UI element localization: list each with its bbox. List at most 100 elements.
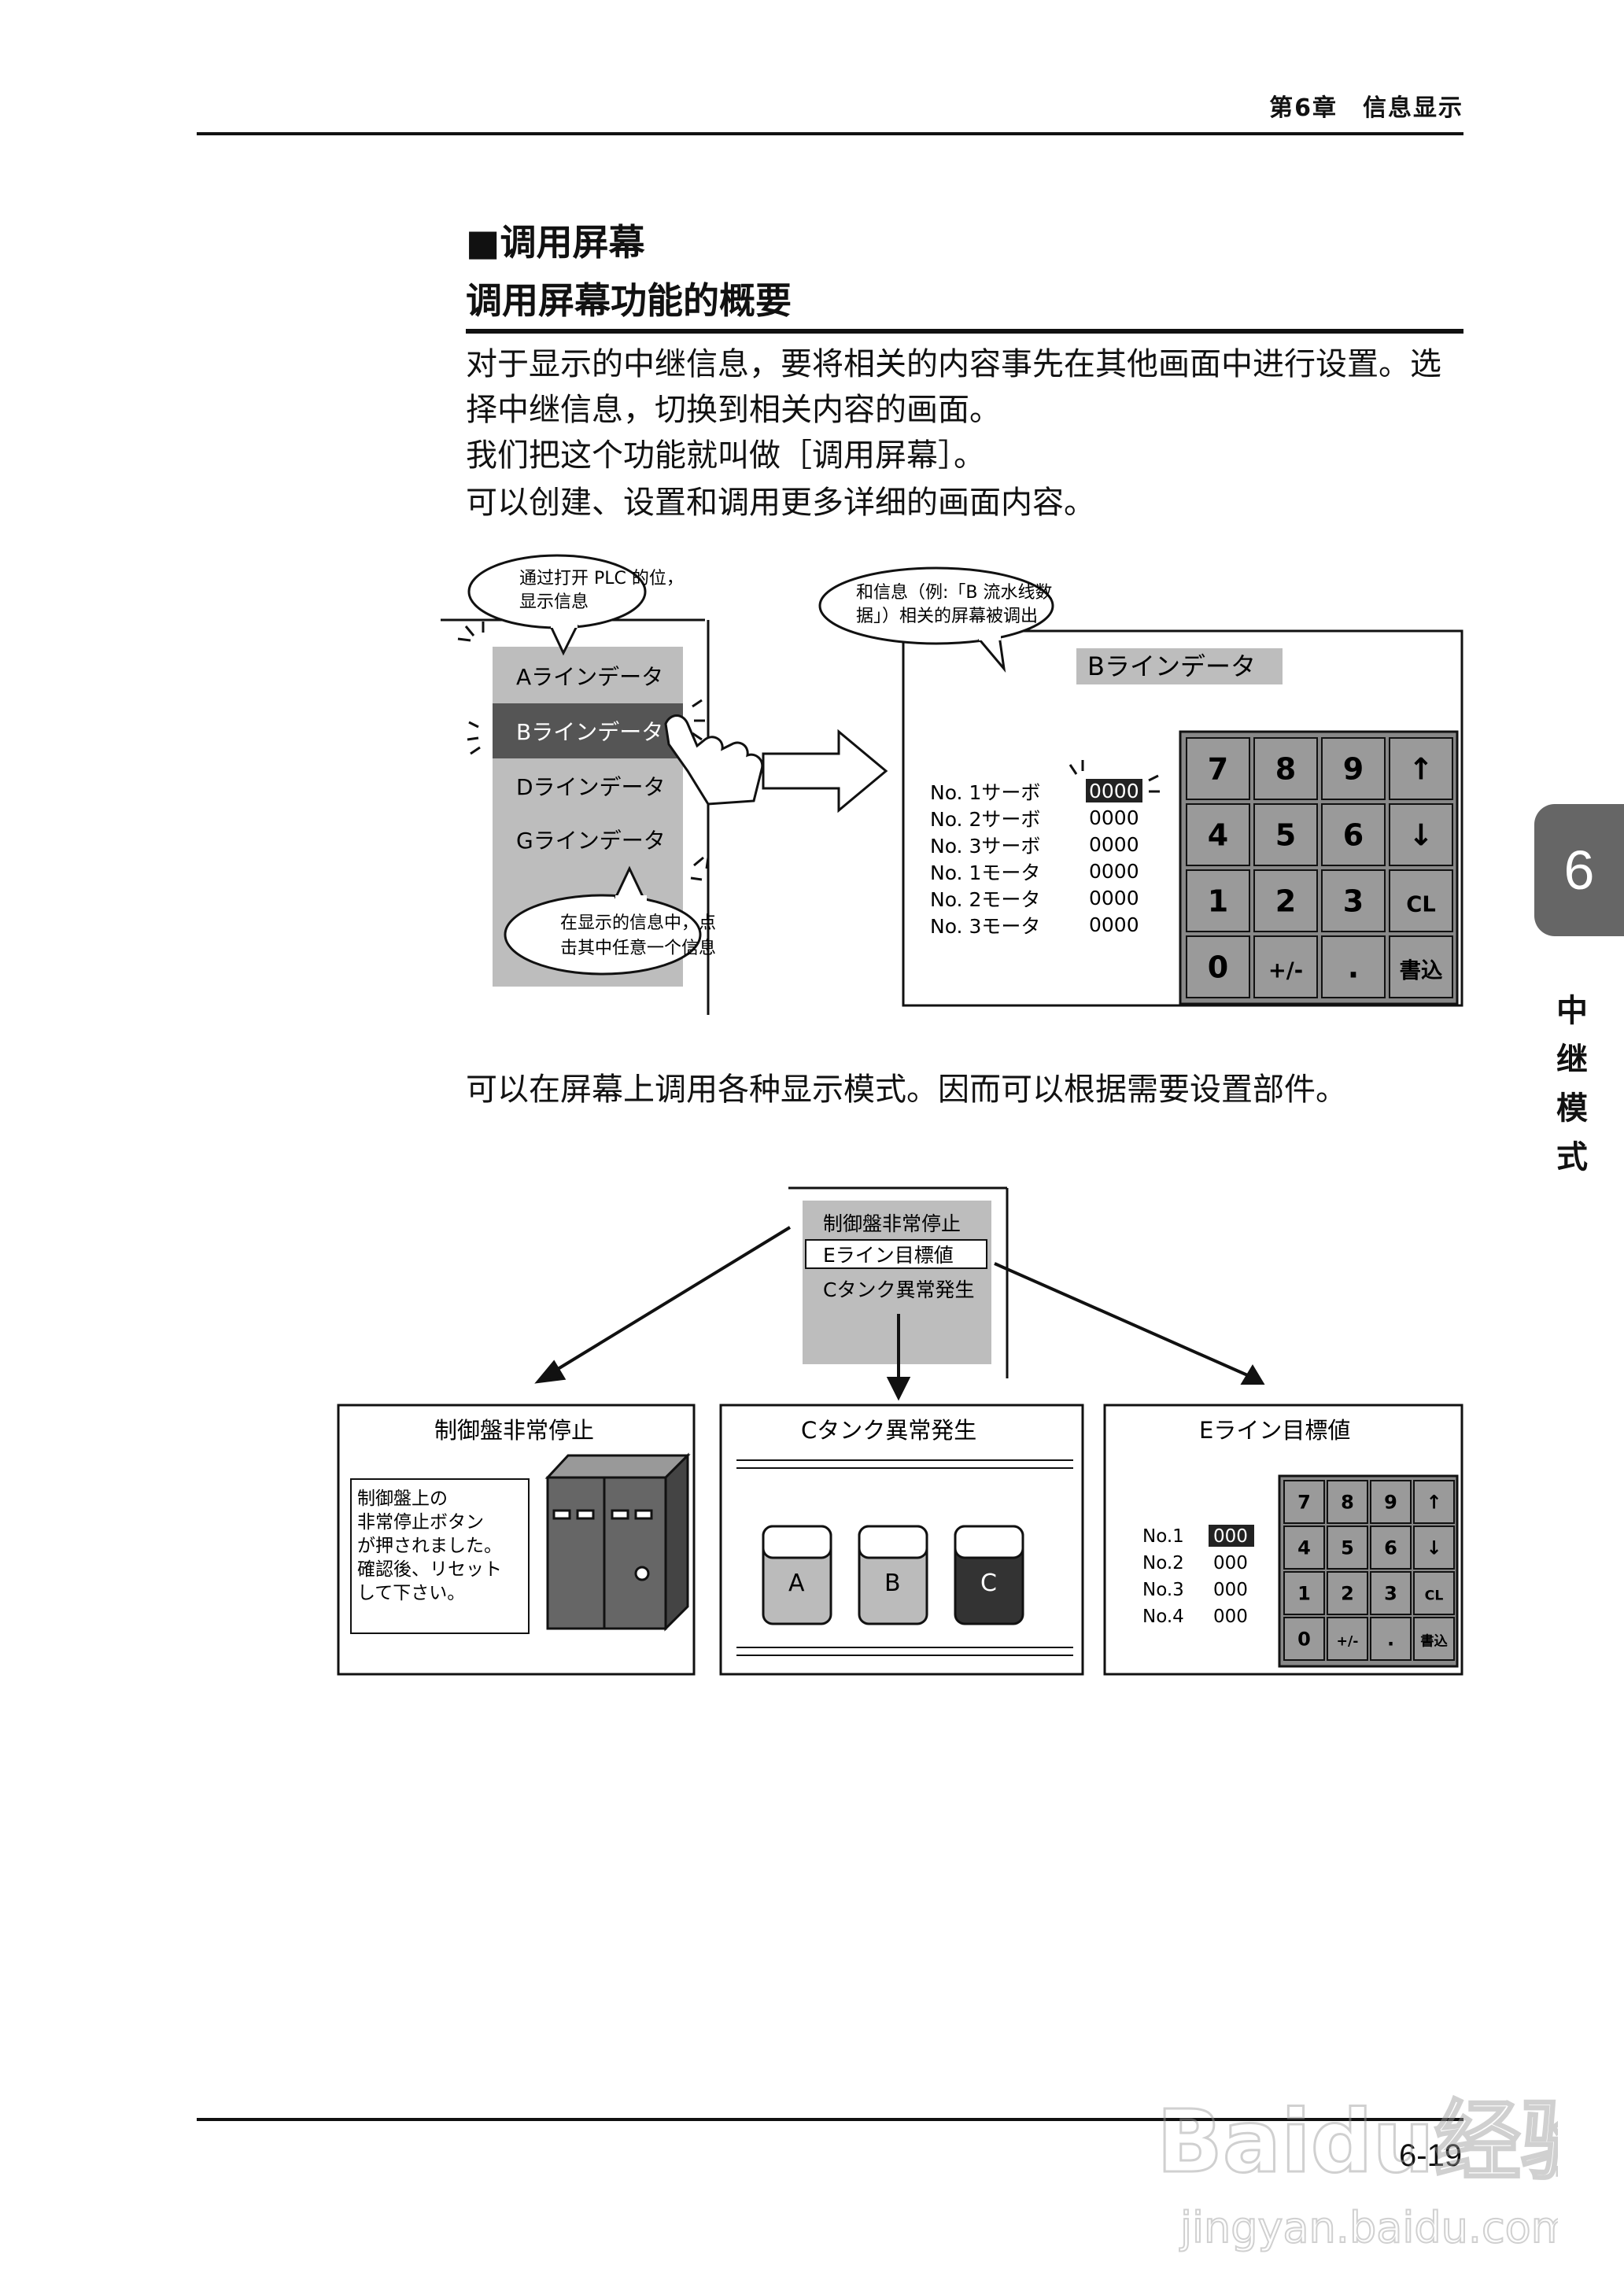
keypad-key-label: ↓: [1408, 818, 1434, 853]
message-box: [350, 1478, 530, 1634]
message-line: 制御盤上の: [357, 1489, 448, 1509]
keypad-key-label: 9: [1384, 1492, 1397, 1514]
tank-a-icon: [762, 1525, 832, 1625]
section-subtitle: 调用屏幕功能的概要: [466, 279, 792, 322]
tank-c-icon: [954, 1525, 1024, 1625]
keypad-key[interactable]: [1186, 803, 1250, 866]
keypad-key-label: CL: [1425, 1588, 1444, 1604]
row2-value-selected: 000: [1213, 1526, 1248, 1547]
bubble-right-line: 和信息（例:「B 流水线数: [856, 583, 1053, 603]
tank-label: C: [980, 1570, 997, 1597]
message-line: 確認後、リセット: [357, 1559, 502, 1580]
keypad-key[interactable]: [1321, 869, 1386, 932]
keypad-key[interactable]: [1370, 1525, 1412, 1570]
bubble-bottom-line: 击其中任意一个信息: [560, 939, 716, 958]
panel1-title: 制御盤非常停止: [434, 1417, 594, 1444]
bubble-right-line: 据」）相关的屏幕被调出: [856, 607, 1038, 626]
menu-item-b: Bラインデータ: [516, 719, 663, 745]
keypad-key[interactable]: [1186, 869, 1250, 932]
keypad-key-label: 2: [1275, 884, 1296, 919]
keypad-key[interactable]: [1327, 1480, 1368, 1524]
keypad-key[interactable]: [1283, 1617, 1325, 1661]
keypad-key[interactable]: [1370, 1571, 1412, 1615]
panel3-title: Eライン目標値: [1199, 1417, 1350, 1444]
pointing-hand-icon: [664, 714, 764, 806]
chapter-tab[interactable]: 6: [1534, 804, 1624, 936]
keypad-key[interactable]: [1253, 803, 1318, 866]
keypad-key[interactable]: [1321, 803, 1386, 866]
row-value: 0000: [1089, 860, 1139, 883]
row-label: No. 2サーボ: [930, 808, 1040, 831]
keypad-key[interactable]: [1283, 1480, 1325, 1524]
keypad-key[interactable]: [1389, 737, 1453, 800]
keypad-key[interactable]: [1389, 869, 1453, 932]
row2-value: 000: [1213, 1553, 1248, 1573]
section-rule: [466, 329, 1463, 334]
keypad-key-label: 4: [1208, 818, 1228, 853]
keypad-key[interactable]: [1389, 935, 1453, 998]
keypad-key[interactable]: [1327, 1617, 1368, 1661]
menu2-item: Cタンク異常発生: [823, 1278, 974, 1301]
keypad-key[interactable]: [1253, 935, 1318, 998]
spark-icon: [457, 622, 710, 881]
keypad-key[interactable]: [1283, 1571, 1325, 1615]
keypad-key-label: 4: [1297, 1537, 1311, 1559]
keypad-key[interactable]: [1413, 1480, 1455, 1524]
keypad-key[interactable]: [1370, 1617, 1412, 1661]
keypad-key[interactable]: [1413, 1617, 1455, 1661]
keypad-key[interactable]: [1186, 737, 1250, 800]
page-number: 6-19: [1399, 2138, 1463, 2173]
keypad-key[interactable]: [1389, 803, 1453, 866]
paragraph-line: 对于显示的中继信息，要将相关的内容事先在其他画面中进行设置。选: [466, 346, 1441, 382]
keypad-key[interactable]: [1413, 1525, 1455, 1570]
header-rule: [197, 132, 1463, 135]
menu2-item: 制御盤非常停止: [823, 1212, 961, 1235]
tank-label: A: [788, 1570, 805, 1597]
keypad-key[interactable]: [1327, 1525, 1368, 1570]
side-title-char: 中: [1556, 993, 1588, 1029]
keypad-key-label: .: [1387, 1629, 1394, 1651]
row-label: No. 3モータ: [930, 915, 1040, 938]
keypad-key[interactable]: [1283, 1525, 1325, 1570]
keypad-key-label: 1: [1208, 884, 1228, 919]
speech-bubble-right: 和信息（例:「B 流水线数 据」）相关的屏幕被调出: [818, 566, 1054, 673]
keypad-key-label: .: [1348, 950, 1359, 985]
keypad-key[interactable]: [1186, 935, 1250, 998]
display-modes-diagram: 制御盤非常停止 Eライン目標値 Cタンク異常発生 制御盤非常停止 制御盤上の 非…: [337, 1186, 1463, 1676]
paragraph-2: 可以在屏幕上调用各种显示模式。因而可以根据需要设置部件。: [466, 1072, 1347, 1108]
keypad-key-label: 9: [1343, 752, 1364, 787]
message-line: が押されました。: [357, 1536, 502, 1556]
keypad-key[interactable]: [1413, 1571, 1455, 1615]
side-title-char: 继: [1556, 1042, 1588, 1078]
menu-item-d: Dラインデータ: [516, 774, 666, 800]
keypad-key-label: 3: [1384, 1583, 1397, 1605]
call-screen-diagram: Aラインデータ Bラインデータ Dラインデータ Gラインデータ 通过打开 PLC…: [441, 554, 1463, 1015]
row2-label: No.2: [1142, 1553, 1184, 1573]
row2-value: 000: [1213, 1607, 1248, 1627]
row2-label: No.4: [1142, 1607, 1184, 1627]
row-value: 0000: [1089, 833, 1139, 856]
menu-item-a: Aラインデータ: [516, 664, 663, 690]
message-line: 非常停止ボタン: [357, 1512, 484, 1533]
row-label: No. 2モータ: [930, 888, 1040, 911]
keypad-key[interactable]: [1370, 1480, 1412, 1524]
row-label: No. 3サーボ: [930, 835, 1040, 858]
tank-b-icon: [858, 1525, 928, 1625]
speech-bubble-left: 通过打开 PLC 的位， 显示信息: [467, 554, 684, 656]
row2-label: No.1: [1142, 1526, 1184, 1547]
paragraph-line: 可以创建、设置和调用更多详细的画面内容。: [466, 485, 1095, 521]
keypad-key-label: 5: [1275, 818, 1296, 853]
chapter-side-title: 中 继 模 式: [1552, 987, 1593, 1182]
keypad-key-label: +/-: [1337, 1634, 1359, 1650]
keypad-key[interactable]: [1321, 737, 1386, 800]
speech-bubble-bottom: 在显示的信息中，点 击其中任意一个信息: [504, 865, 716, 976]
keypad-key[interactable]: [1253, 869, 1318, 932]
paragraph-line: 择中继信息，切换到相关内容的画面。: [466, 392, 1001, 428]
keypad-key-label: ↑: [1408, 752, 1434, 787]
keypad-key-label: 0: [1297, 1629, 1311, 1651]
keypad-key[interactable]: [1327, 1571, 1368, 1615]
keypad-key[interactable]: [1321, 935, 1386, 998]
spark-icon: [1069, 760, 1160, 793]
keypad-key[interactable]: [1253, 737, 1318, 800]
keypad-key-label: 1: [1297, 1583, 1311, 1605]
